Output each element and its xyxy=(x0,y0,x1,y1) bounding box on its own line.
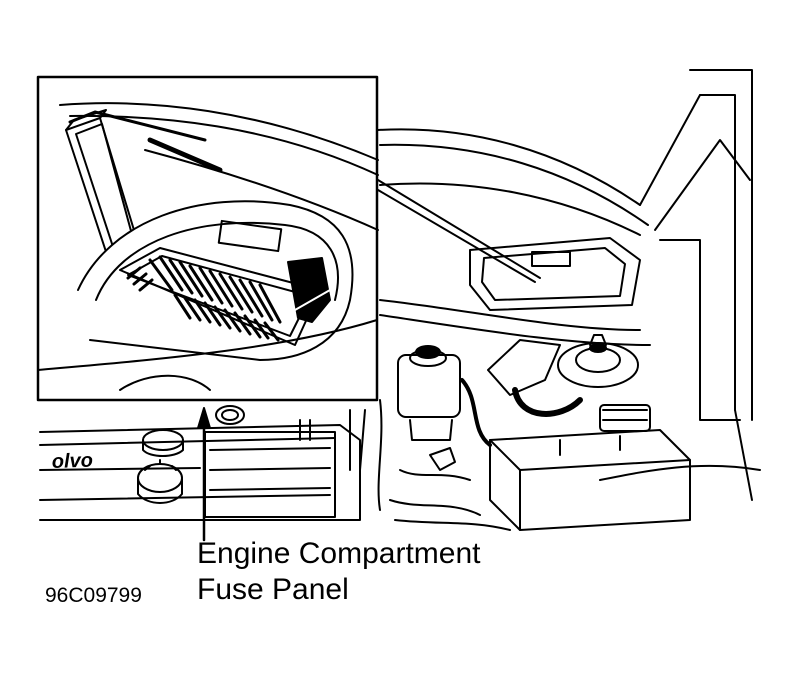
callout-label: Engine Compartment Fuse Panel xyxy=(197,536,480,608)
figure-id: 96C09799 xyxy=(45,584,142,607)
callout-line-1: Engine Compartment xyxy=(197,537,481,570)
fuse-panel-inset xyxy=(36,75,379,402)
coolant-reservoir xyxy=(397,345,461,441)
oil-filler-cap xyxy=(137,429,184,504)
engine-cover: olvo xyxy=(39,424,361,521)
callout-line-2: Fuse Panel xyxy=(197,573,349,606)
fuse-box-in-vehicle xyxy=(469,237,641,311)
strut-tower xyxy=(557,334,639,388)
callout-arrow xyxy=(197,407,211,542)
inset-leader-line xyxy=(377,179,541,279)
fuse-block xyxy=(119,247,321,346)
battery xyxy=(489,429,691,531)
engine-cover-logo: olvo xyxy=(51,450,93,473)
engine-bay-drawing: olvo xyxy=(39,69,761,531)
